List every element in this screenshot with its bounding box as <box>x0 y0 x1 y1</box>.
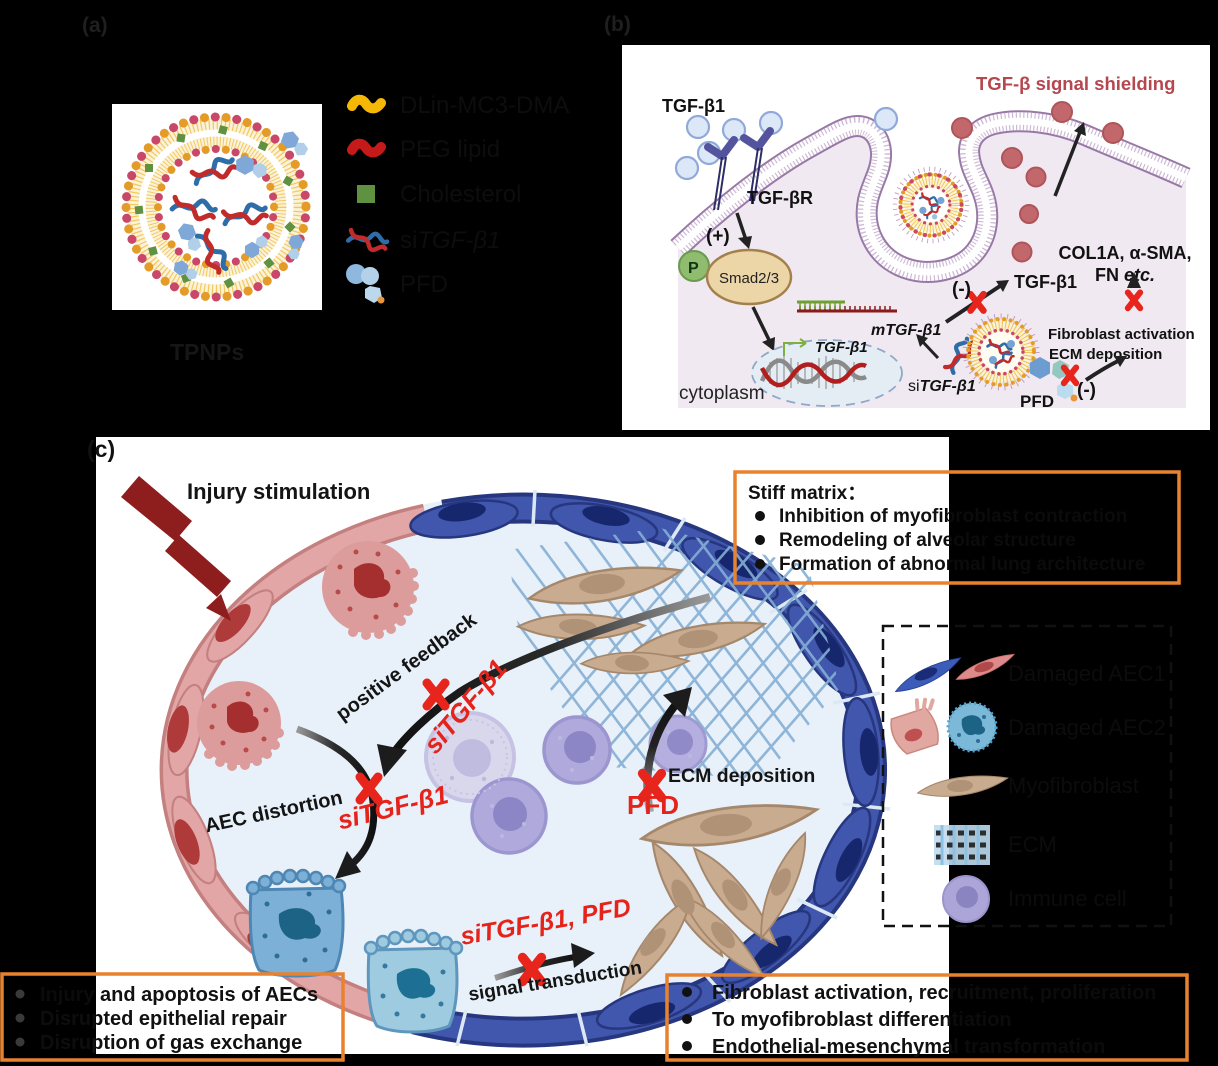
svg-text:Endothelial-mesenchymal transf: Endothelial-mesenchymal transformation <box>712 1036 1105 1058</box>
svg-text:PFD: PFD <box>627 790 679 820</box>
svg-text:PFD: PFD <box>400 271 448 298</box>
svg-text:siTGF-β1: siTGF-β1 <box>400 227 500 254</box>
svg-text:Injury stimulation: Injury stimulation <box>187 479 370 504</box>
svg-text:FN etc.: FN etc. <box>1095 265 1155 285</box>
svg-text:TGF-βR: TGF-βR <box>747 188 813 208</box>
svg-text:Myofibroblast: Myofibroblast <box>1008 773 1139 798</box>
svg-text:TPNPs: TPNPs <box>170 339 244 365</box>
svg-text:Formation of abnormal lung arc: Formation of abnormal lung architecture <box>779 554 1145 575</box>
svg-text:(b): (b) <box>604 13 631 36</box>
svg-text:PEG lipid: PEG lipid <box>400 136 500 163</box>
svg-text:Disrupted epithelial repair: Disrupted epithelial repair <box>40 1008 287 1030</box>
svg-text:mTGF-β1: mTGF-β1 <box>871 322 941 339</box>
svg-text:(a): (a) <box>82 14 108 37</box>
svg-text:Cholesterol: Cholesterol <box>400 181 521 208</box>
svg-text:ECM deposition: ECM deposition <box>1049 346 1162 363</box>
svg-text:Damaged AEC1: Damaged AEC1 <box>1008 661 1166 686</box>
svg-text:Injury and apoptosis of AECs: Injury and apoptosis of AECs <box>40 984 318 1006</box>
svg-text:(+): (+) <box>706 226 730 247</box>
svg-text:TGF-β1: TGF-β1 <box>662 96 725 116</box>
svg-text:(c): (c) <box>87 436 115 462</box>
svg-text:ECM: ECM <box>1008 832 1057 857</box>
svg-text:Smad2/3: Smad2/3 <box>719 270 779 287</box>
svg-text:PFD: PFD <box>1020 392 1054 411</box>
svg-text:TGF-β1: TGF-β1 <box>1014 272 1077 292</box>
svg-text:TGF-β1: TGF-β1 <box>815 339 868 356</box>
svg-text:P: P <box>688 260 699 277</box>
svg-text:Stiff matrix：: Stiff matrix： <box>748 483 866 504</box>
svg-text:Immune cell: Immune cell <box>1008 886 1127 911</box>
svg-text:TGF-β signal shielding: TGF-β signal shielding <box>976 73 1175 94</box>
svg-text:Remodeling of alveolar structu: Remodeling of alveolar structure <box>779 530 1076 551</box>
svg-text:Inhibition of myofibroblast co: Inhibition of myofibroblast contraction <box>779 506 1127 527</box>
svg-text:siTGF-β1: siTGF-β1 <box>908 378 976 395</box>
svg-text:Damaged AEC2: Damaged AEC2 <box>1008 715 1166 740</box>
svg-text:DLin-MC3-DMA: DLin-MC3-DMA <box>400 92 569 119</box>
svg-text:(-): (-) <box>1077 380 1096 401</box>
svg-text:Fibroblast activation, recruit: Fibroblast activation, recruitment, prol… <box>712 982 1157 1004</box>
svg-text:cytoplasm: cytoplasm <box>679 383 765 404</box>
svg-text:To myofibroblast differentiati: To myofibroblast differentiation <box>712 1009 1012 1031</box>
svg-text:ECM deposition: ECM deposition <box>668 765 815 787</box>
svg-text:COL1A, α-SMA,: COL1A, α-SMA, <box>1058 243 1191 263</box>
svg-text:(-): (-) <box>952 279 971 300</box>
svg-text:Disruption of gas exchange: Disruption of gas exchange <box>40 1032 302 1054</box>
svg-text:Fibroblast activation: Fibroblast activation <box>1048 326 1195 343</box>
